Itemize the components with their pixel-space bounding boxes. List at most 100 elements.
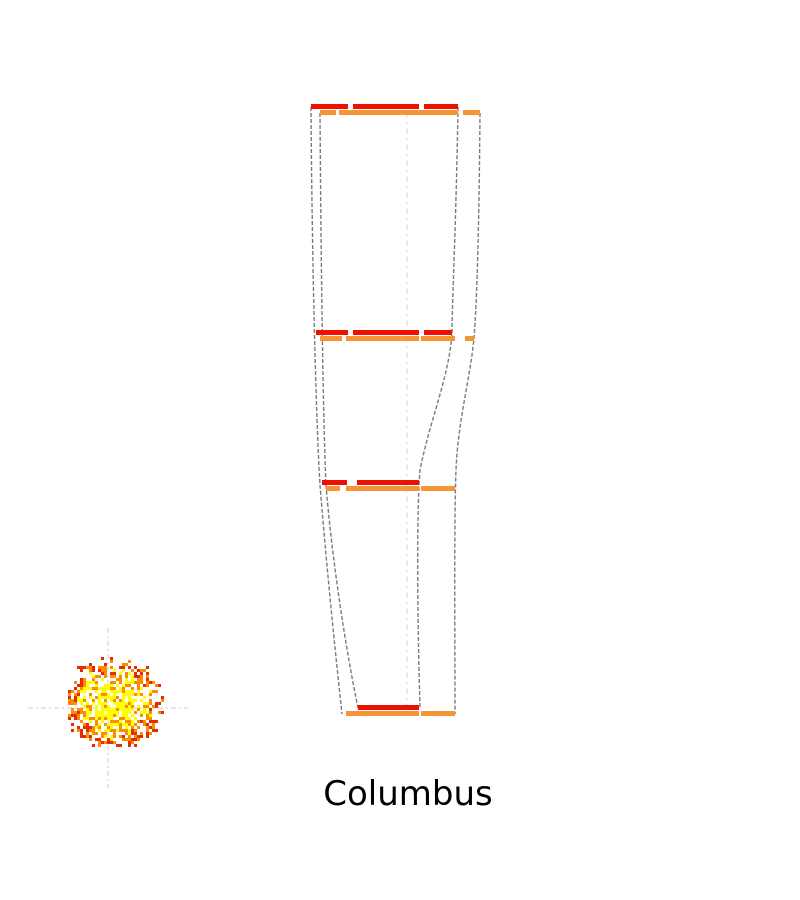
blob-pixel [101,687,104,690]
blob-pixel [128,708,131,711]
blob-pixel [74,681,77,684]
blob-pixel [80,687,83,690]
blob-pixel [119,702,122,705]
blob-pixel [116,723,119,726]
blob-pixel [68,696,71,699]
outline-left-outer [310,106,343,715]
blob-pixel [125,702,128,705]
blob-pixel [128,732,131,735]
blob-pixel [107,723,110,726]
blob-pixel [110,672,113,675]
blob-pixel [86,729,89,732]
blob-pixel [119,705,122,708]
blob-pixel [128,717,131,720]
blob-pixel [71,702,74,705]
blob-pixel [86,735,89,738]
blob-pixel [131,669,134,672]
blob-pixel [98,699,101,702]
blob-pixel [113,675,116,678]
blob-pixel [116,705,119,708]
blob-pixel [83,699,86,702]
blob-pixel [110,684,113,687]
level-2-red-segment [316,330,348,335]
blob-pixel [74,714,77,717]
blob-pixel [146,726,149,729]
blob-pixel [71,708,74,711]
blob-pixel [80,678,83,681]
blob-pixel [110,729,113,732]
blob-pixel [98,714,101,717]
blob-pixel [80,732,83,735]
blob-pixel [155,705,158,708]
blob-pixel [77,729,80,732]
blob-pixel [92,732,95,735]
blob-pixel [101,690,104,693]
blob-pixel [128,681,131,684]
blob-pixel [122,666,125,669]
blob-pixel [119,687,122,690]
blob-pixel [77,696,80,699]
blob-pixel [128,723,131,726]
blob-pixel [125,726,128,729]
blob-pixel [137,684,140,687]
blob-pixel [143,669,146,672]
blob-pixel [146,702,149,705]
blob-pixel [119,672,122,675]
blob-pixel [86,705,89,708]
blob-pixel [128,738,131,741]
blob-pixel [95,681,98,684]
blob-pixel [146,675,149,678]
blob-pixel [125,708,128,711]
blob-pixel [140,732,143,735]
blob-pixel [92,666,95,669]
blob-pixel [119,699,122,702]
outline-curves [310,106,481,715]
blob-pixel [149,714,152,717]
blob-pixel [137,705,140,708]
blob-pixel [146,714,149,717]
blob-pixel [89,696,92,699]
blob-pixel [149,726,152,729]
blob-pixel [152,720,155,723]
blob-pixel [80,729,83,732]
blob-pixel [119,678,122,681]
blob-pixel [140,714,143,717]
blob-pixel [116,684,119,687]
blob-pixel [77,717,80,720]
blob-pixel [122,738,125,741]
blob-pixel [107,726,110,729]
thumbnail-blob-pixels [68,657,164,747]
blob-pixel [83,678,86,681]
blob-pixel [119,735,122,738]
blob-pixel [77,693,80,696]
blob-pixel [119,666,122,669]
blob-pixel [86,708,89,711]
blob-pixel [146,705,149,708]
blob-pixel [131,708,134,711]
columbus-blob-thumbnail-icon [28,628,188,788]
blob-pixel [92,669,95,672]
blob-pixel [101,666,104,669]
level-2-red-segment [353,330,419,335]
level-3-orange-segment [346,486,419,491]
blob-pixel [143,711,146,714]
blob-pixel [107,693,110,696]
level-1-red-segment [353,104,419,109]
blob-pixel [134,699,137,702]
blob-pixel [68,690,71,693]
blob-pixel [98,744,101,747]
blob-pixel [119,708,122,711]
blob-pixel [86,723,89,726]
blob-pixel [125,663,128,666]
blob-pixel [98,687,101,690]
blob-pixel [68,714,71,717]
blob-pixel [83,690,86,693]
blob-pixel [116,702,119,705]
blob-pixel [128,672,131,675]
blob-pixel [80,681,83,684]
blob-pixel [89,708,92,711]
blob-pixel [146,666,149,669]
blob-pixel [110,696,113,699]
blob-pixel [158,702,161,705]
